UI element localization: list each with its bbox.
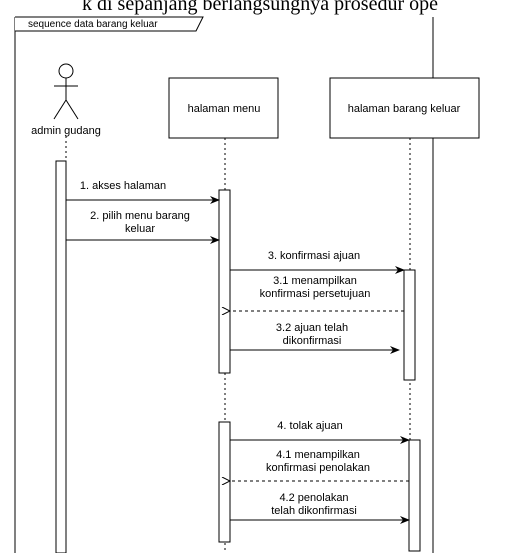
message-label: 3.1 menampilkan [273, 275, 357, 287]
lifeline-head-box [329, 77, 480, 139]
message-4: 4. tolak ajuan [230, 420, 410, 444]
message-3: 3. konfirmasi ajuan [230, 250, 405, 274]
activation-bar-keluar-2 [408, 439, 421, 552]
message-label: dikonfirmasi [283, 335, 342, 347]
lifeline-halaman-menu: halaman menu [168, 77, 279, 553]
message-label: telah dikonfirmasi [271, 505, 357, 517]
message-label: 4.2 penolakan [279, 492, 348, 504]
message-label: konfirmasi penolakan [266, 462, 370, 474]
clipped-caption-text: k di sepanjang berlangsungnya prosedur o… [81, 0, 438, 15]
lifeline-head-box [168, 77, 279, 139]
activation-bar-keluar-1 [403, 269, 416, 381]
message-label: 4.1 menampilkan [276, 449, 360, 461]
activation-bar-menu-1 [218, 189, 231, 374]
message-label: 3.2 ajuan telah [276, 322, 348, 334]
message-label: 2. pilih menu barang [90, 210, 190, 222]
activation-bar-menu-2 [218, 421, 231, 543]
actor-head-icon [58, 63, 74, 79]
message-3-2: 3.2 ajuan telah dikonfirmasi [230, 322, 400, 354]
message-1: 1. akses halaman [66, 180, 220, 204]
message-3-1: 3.1 menampilkan konfirmasi persetujuan [230, 275, 404, 311]
message-label: 4. tolak ajuan [277, 420, 342, 432]
message-4-1: 4.1 menampilkan konfirmasi penolakan [230, 449, 409, 481]
message-2: 2. pilih menu barang keluar [66, 210, 220, 244]
actor-admin-gudang: admin gudang [31, 63, 101, 554]
lifeline-label: halaman menu [188, 103, 261, 115]
frame-title-tab [15, 16, 204, 32]
activation-bar-admin [55, 160, 67, 554]
message-label: 3. konfirmasi ajuan [268, 250, 360, 262]
message-4-2: 4.2 penolakan telah dikonfirmasi [230, 492, 410, 524]
message-label: keluar [125, 223, 155, 235]
lifeline-label: halaman barang keluar [348, 103, 461, 115]
frame-title: sequence data barang keluar [28, 19, 158, 30]
lifeline-halaman-barang-keluar: halaman barang keluar [329, 77, 480, 553]
message-label: 1. akses halaman [80, 180, 166, 192]
actor-label: admin gudang [31, 125, 101, 137]
message-label: konfirmasi persetujuan [260, 288, 371, 300]
